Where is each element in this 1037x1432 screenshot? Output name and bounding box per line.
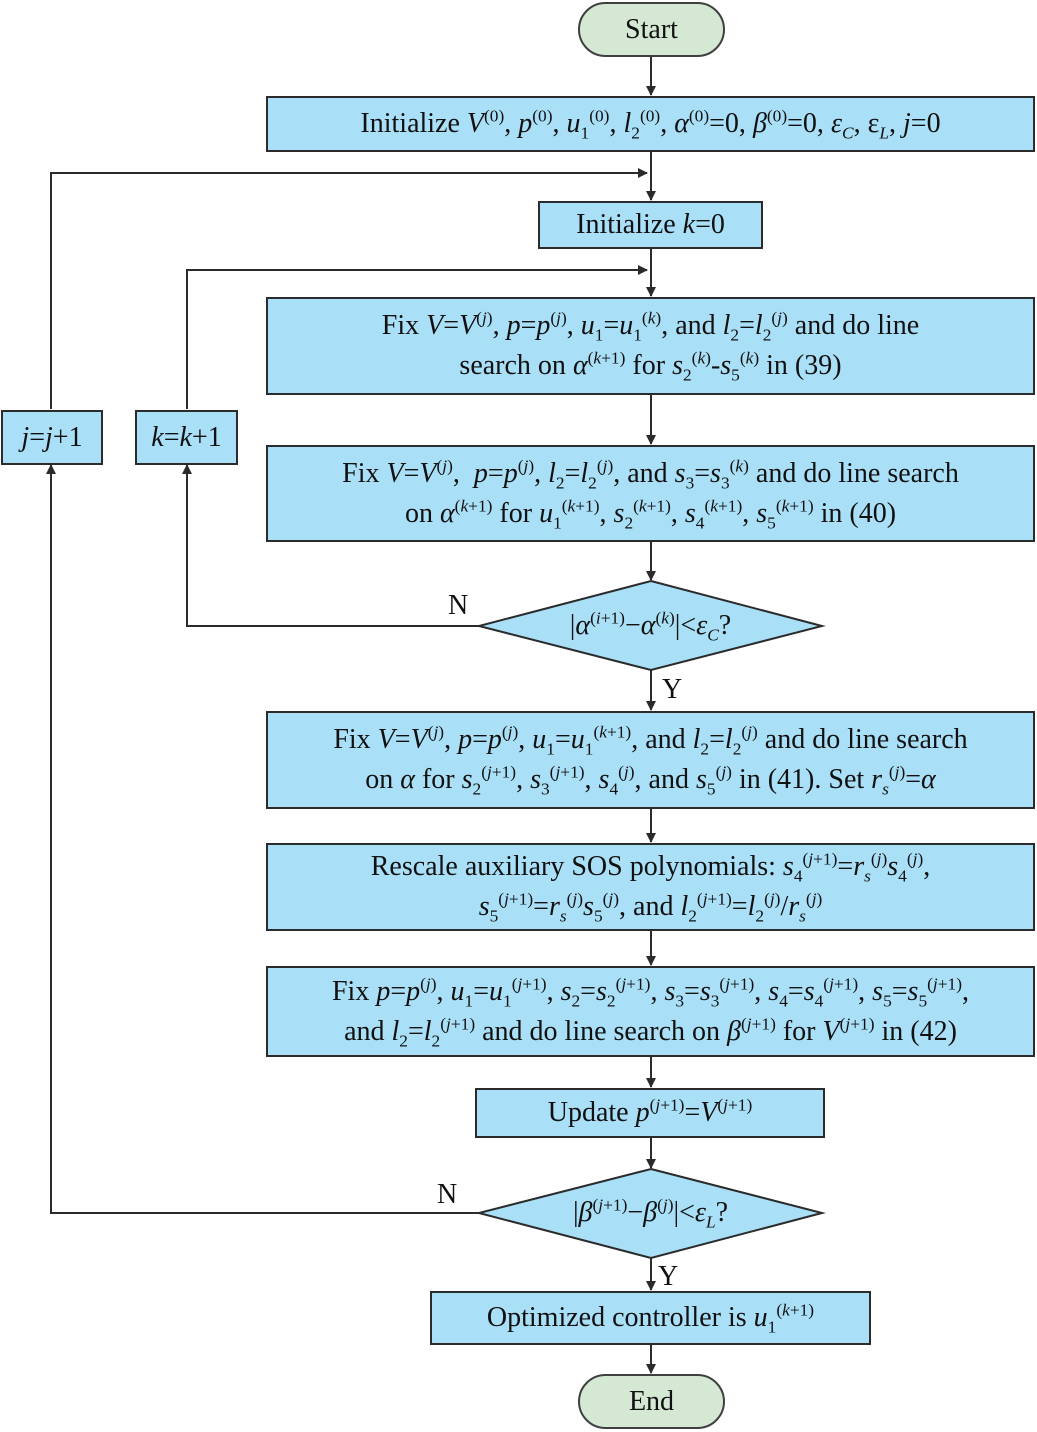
- loop-k-return: [182, 464, 479, 627]
- start-terminal: Start: [578, 2, 725, 57]
- decision2-diamond: [475, 1167, 826, 1260]
- step2-line1: Fix V=V(j), p=p(j), l2=l2(j), and s3=s3(…: [342, 456, 959, 493]
- initialize-variables-box: Initialize V(0), p(0), u1(0), l2(0), α(0…: [266, 96, 1035, 152]
- loop-j-formula: j=j+1: [21, 421, 83, 453]
- result-box: Optimized controller is u1(k+1): [430, 1291, 871, 1345]
- step-39-box: Fix V=V(j), p=p(j), u1=u1(k), and l2=l2(…: [266, 297, 1035, 395]
- step4-line1: Rescale auxiliary SOS polynomials: s4(j+…: [370, 849, 931, 886]
- result-formula: Optimized controller is u1(k+1): [486, 1300, 815, 1337]
- init2-formula: Initialize k=0: [576, 209, 725, 240]
- step5-line2: and l2=l2(j+1) and do line search on β(j…: [344, 1014, 957, 1051]
- loop-j-box: j=j+1: [1, 410, 103, 465]
- decision1-no-label: N: [448, 590, 469, 621]
- update-box: Update p(j+1)=V(j+1): [475, 1088, 825, 1138]
- decision1-diamond: [475, 579, 826, 672]
- initialize-k-box: Initialize k=0: [538, 201, 763, 249]
- loop-k-up: [186, 265, 648, 409]
- decision2-text: |β(j+1)−β(j)|<εL?: [572, 1195, 729, 1232]
- decision2-no-label: N: [437, 1179, 458, 1210]
- step5-line1: Fix p=p(j), u1=u1(j+1), s2=s2(j+1), s3=s…: [331, 974, 970, 1011]
- decision1-text: |α(i+1)−α(k)|<εC?: [569, 608, 732, 645]
- loop-k-box: k=k+1: [135, 410, 238, 465]
- start-label: Start: [625, 13, 678, 45]
- step-40-box: Fix V=V(j), p=p(j), l2=l2(j), and s3=s3(…: [266, 445, 1035, 542]
- rescale-box: Rescale auxiliary SOS polynomials: s4(j+…: [266, 843, 1035, 931]
- step1-line2: search on α(k+1) for s2(k)-s5(k) in (39): [459, 348, 842, 385]
- update-formula: Update p(j+1)=V(j+1): [547, 1095, 753, 1128]
- init1-formula: Initialize V(0), p(0), u1(0), l2(0), α(0…: [360, 106, 941, 143]
- loop-j-up: [50, 168, 648, 409]
- loop-j-return: [46, 464, 479, 1214]
- loop-k-formula: k=k+1: [151, 421, 222, 453]
- step4-line2: s5(j+1)=rs(j)s5(j), and l2(j+1)=l2(j)/rs…: [478, 889, 823, 926]
- step-41-box: Fix V=V(j), p=p(j), u1=u1(k+1), and l2=l…: [266, 711, 1035, 809]
- decision1-yes-label: Y: [662, 674, 683, 705]
- decision2-yes-label: Y: [658, 1261, 679, 1292]
- end-label: End: [628, 1385, 675, 1417]
- step3-line2: on α for s2(j+1), s3(j+1), s4(j), and s5…: [365, 762, 936, 799]
- step-42-box: Fix p=p(j), u1=u1(j+1), s2=s2(j+1), s3=s…: [266, 966, 1035, 1057]
- step1-line1: Fix V=V(j), p=p(j), u1=u1(k), and l2=l2(…: [381, 308, 920, 345]
- step2-line2: on α(k+1) for u1(k+1), s2(k+1), s4(k+1),…: [404, 496, 897, 533]
- step3-line1: Fix V=V(j), p=p(j), u1=u1(k+1), and l2=l…: [333, 722, 968, 759]
- end-terminal: End: [578, 1374, 725, 1429]
